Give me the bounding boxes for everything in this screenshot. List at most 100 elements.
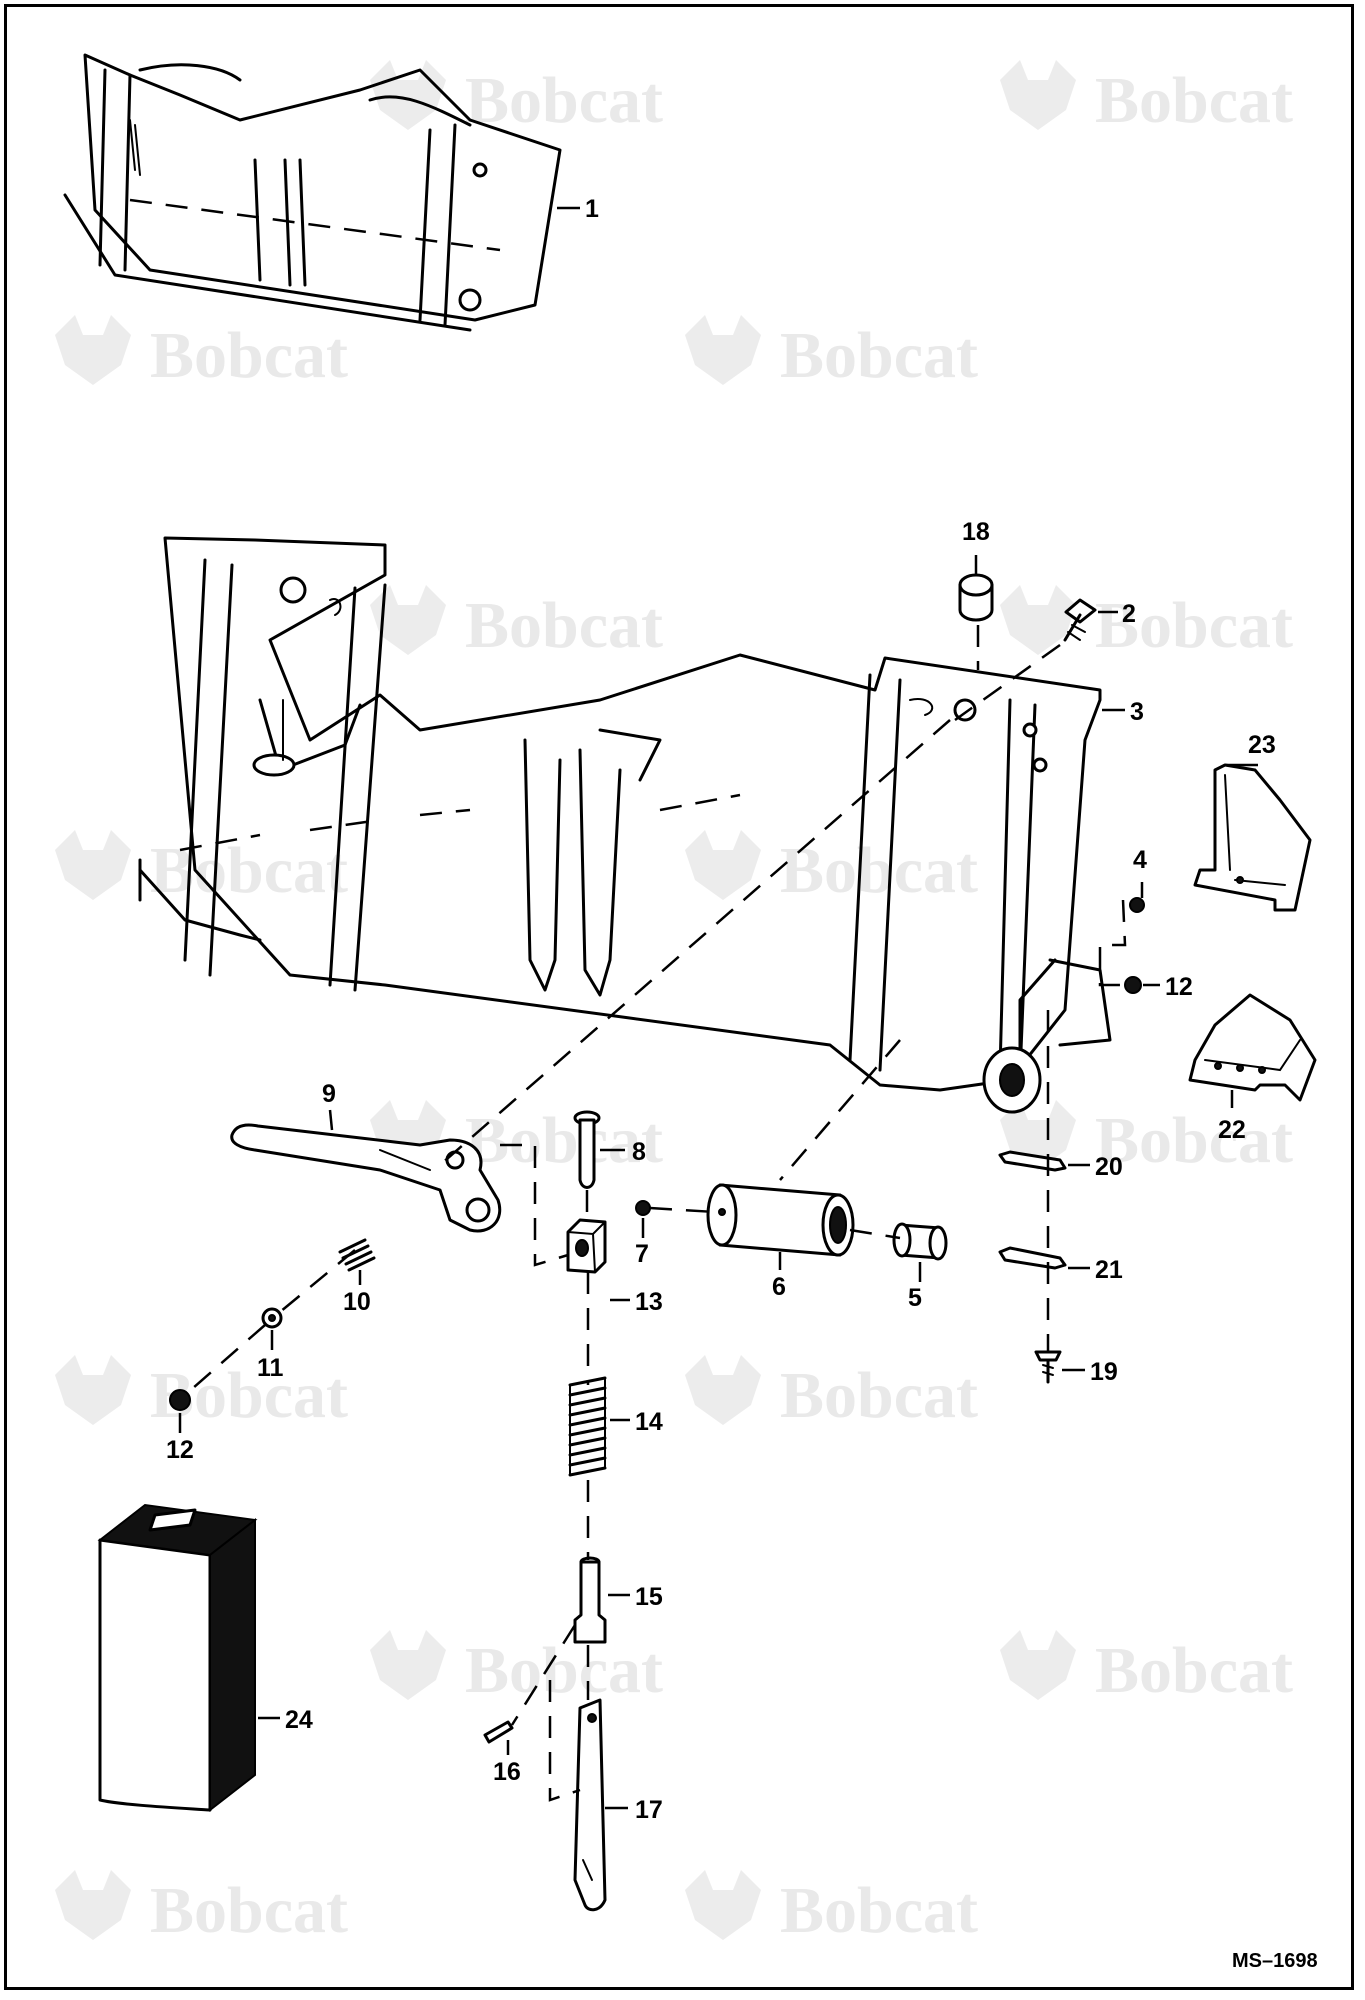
handle-pivot-hole — [445, 1150, 465, 1170]
watermark-logo: Bobcat — [685, 1355, 978, 1432]
callout-22: 22 — [1218, 1116, 1246, 1144]
callout-18: 18 — [962, 518, 990, 546]
part-17-latch-wedge — [573, 1698, 607, 1912]
callout-8: 8 — [632, 1138, 646, 1166]
callout-23: 23 — [1248, 731, 1276, 759]
watermark-logo: Bobcat — [370, 1630, 663, 1707]
watermark-logo: Bobcat — [55, 830, 348, 907]
part-13-block — [566, 1218, 607, 1274]
bracket-hole — [1258, 1066, 1266, 1074]
callout-9: 9 — [322, 1080, 336, 1108]
callout-10: 10 — [343, 1288, 371, 1316]
part-5-bushing — [892, 1222, 948, 1261]
spring-housing-cup — [252, 753, 296, 777]
watermark-text: Bobcat — [465, 589, 663, 662]
callout-17: 17 — [635, 1796, 663, 1824]
part-23-plate — [1193, 763, 1312, 912]
callout-5: 5 — [908, 1284, 922, 1312]
figure-id: MS–1698 — [1232, 1950, 1318, 1972]
watermark-text: Bobcat — [150, 1874, 348, 1947]
watermark-logo: Bobcat — [1000, 1630, 1293, 1707]
watermark-logo: Bobcat — [55, 315, 348, 392]
callout-2: 2 — [1122, 600, 1136, 628]
frame-hole — [1032, 757, 1048, 773]
frame-pivot-bore — [999, 1063, 1025, 1097]
part-14-spring — [568, 1376, 607, 1477]
callout-3: 3 — [1130, 698, 1144, 726]
watermark-logo: Bobcat — [1000, 60, 1293, 137]
callout-labels: 1 2 3 4 5 6 7 8 9 10 11 12 12 13 14 15 1… — [166, 195, 1276, 1824]
watermark-layer: Bobcat Bobcat Bobcat Bobcat Bobcat Bobca… — [55, 60, 1293, 1947]
watermark-text: Bobcat — [1095, 64, 1293, 137]
part-7-grease-fitting — [635, 1200, 651, 1216]
part-6-pivot-tube — [706, 1183, 855, 1257]
frame-bushing — [458, 288, 482, 312]
assembly-lines — [184, 625, 1127, 1802]
watermark-text: Bobcat — [780, 1359, 978, 1432]
part-19-screw — [1034, 1350, 1062, 1384]
callout-6: 6 — [772, 1273, 786, 1301]
part-3-main-mounting-frame — [138, 536, 1112, 1114]
bracket-hole — [1236, 1064, 1244, 1072]
part-24-box — [97, 1503, 258, 1813]
callout-20: 20 — [1095, 1153, 1123, 1181]
part-8-pin — [573, 1110, 601, 1189]
watermark-text: Bobcat — [1095, 1634, 1293, 1707]
part-16-roll-pin — [483, 1720, 514, 1744]
part-9-handle — [230, 1123, 502, 1233]
box-label — [148, 1508, 197, 1532]
bushing-end-left — [892, 1222, 912, 1258]
watermark-logo: Bobcat — [685, 830, 978, 907]
callout-12-upper: 12 — [1165, 973, 1193, 1001]
block-hole — [575, 1239, 589, 1257]
callout-7: 7 — [635, 1240, 649, 1268]
watermark-logo: Bobcat — [685, 1870, 978, 1947]
watermark-logo: Bobcat — [55, 1870, 348, 1947]
part-15-plunger — [573, 1556, 607, 1644]
plate-hole — [1236, 876, 1244, 884]
part-12-nut-lower — [169, 1389, 191, 1411]
watermark-logo: Bobcat — [1000, 585, 1293, 662]
watermark-text: Bobcat — [1095, 1104, 1293, 1177]
watermark-text: Bobcat — [780, 834, 978, 907]
frame-handle-pivot — [279, 576, 307, 604]
part-22-plate-bracket — [1188, 993, 1317, 1102]
callout-leaders — [178, 206, 1258, 1810]
watermark-text: Bobcat — [1095, 589, 1293, 662]
callout-12-lower: 12 — [166, 1436, 194, 1464]
callout-15: 15 — [635, 1583, 663, 1611]
bushing-end-right — [928, 1225, 948, 1261]
diagram-frame — [4, 4, 1354, 1990]
watermark-text: Bobcat — [780, 1874, 978, 1947]
watermark-logo: Bobcat — [370, 585, 663, 662]
callout-1: 1 — [585, 195, 599, 223]
part-1-mounting-frame-assembly — [63, 53, 562, 332]
watermark-text: Bobcat — [465, 1104, 663, 1177]
watermark-logo: Bobcat — [685, 315, 978, 392]
handle-link-hole — [465, 1197, 491, 1223]
tube-grease-hole — [718, 1208, 726, 1216]
watermark-text: Bobcat — [150, 319, 348, 392]
watermark-text: Bobcat — [465, 64, 663, 137]
part-12-nut-upper — [1124, 976, 1142, 994]
frame-hole — [1022, 722, 1038, 738]
watermark-logo: Bobcat — [55, 1355, 348, 1432]
callout-4: 4 — [1133, 846, 1147, 874]
callout-19: 19 — [1090, 1358, 1118, 1386]
callout-24: 24 — [285, 1706, 313, 1734]
bushing-top — [958, 573, 994, 597]
callout-11: 11 — [257, 1354, 284, 1382]
watermark-text: Bobcat — [465, 1634, 663, 1707]
watermark-text: Bobcat — [780, 319, 978, 392]
callout-16: 16 — [493, 1758, 521, 1786]
frame-pivot-hole — [472, 162, 488, 178]
tube-bore — [829, 1206, 847, 1244]
callout-14: 14 — [635, 1408, 663, 1436]
part-21-bracket — [998, 1246, 1067, 1270]
part-11-washer — [261, 1307, 283, 1329]
bracket-hole — [1214, 1062, 1222, 1070]
wedge-pin-hole — [587, 1713, 597, 1723]
part-4-nut — [1129, 897, 1145, 913]
part-10-spring — [338, 1238, 376, 1272]
